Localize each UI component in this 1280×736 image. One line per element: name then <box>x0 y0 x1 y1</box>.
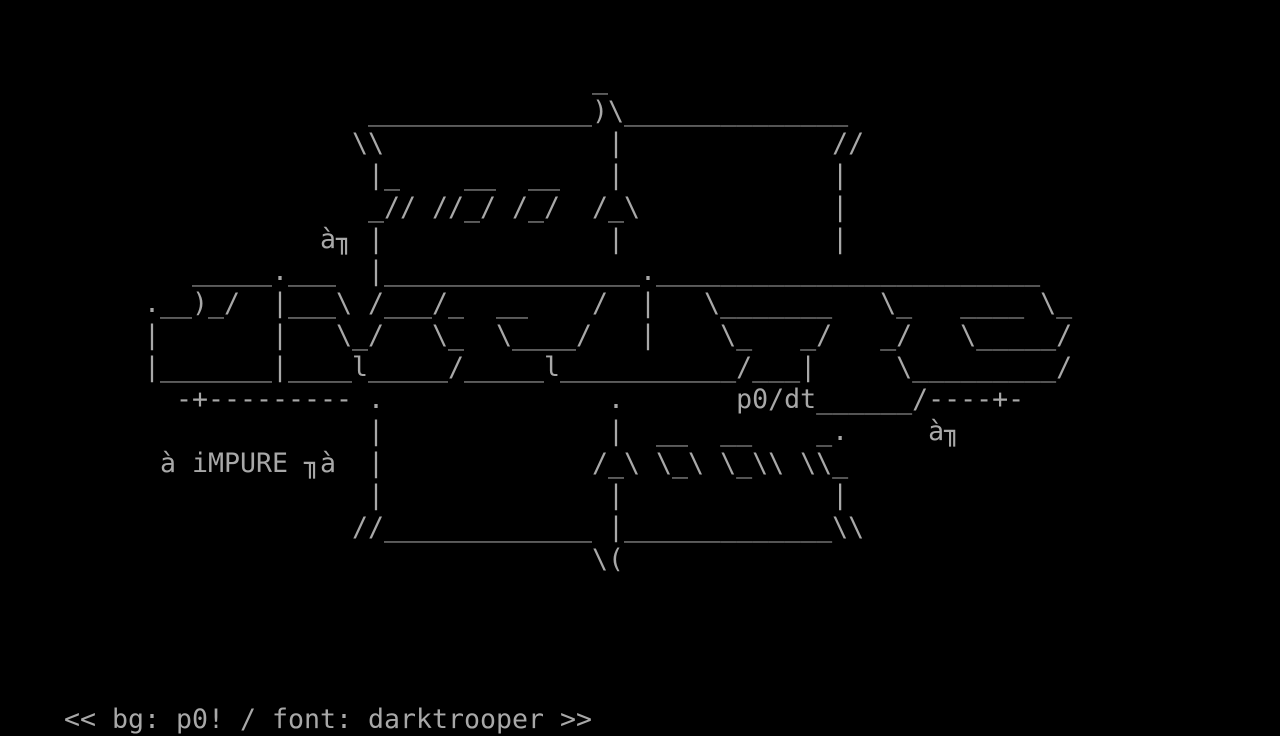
art-line <box>0 0 1280 32</box>
art-line: -+--------- . . p0/dt______/----+- <box>0 384 1025 415</box>
art-line: \( <box>0 544 625 575</box>
credits-line: << bg: p0! / font: darktrooper >> <box>0 704 593 735</box>
art-line: à iMPURE ╖à | /_\ \_\ \_\\ \\_ <box>0 448 849 479</box>
art-line: | | | <box>0 480 849 511</box>
art-line: //_____________ |_____________\\ <box>0 512 865 543</box>
art-line <box>0 608 1280 640</box>
art-line: .__)_/ |___\ /___/_ __ / | \_______ \_ _… <box>0 288 1073 319</box>
art-line: _____.___ |________________.____________… <box>0 256 1041 287</box>
art-line: ______________)\______________ <box>0 96 849 127</box>
art-line <box>0 32 1280 64</box>
art-line <box>0 640 1280 672</box>
art-line <box>0 576 1280 608</box>
art-line: à╖ | | | <box>0 224 849 255</box>
art-line: |_ __ __ | | <box>0 160 849 191</box>
art-line: | | __ __ _. à╖ <box>0 416 961 447</box>
art-line: _ <box>0 64 609 95</box>
art-line: |_______|____l_____/_____l___________/__… <box>0 352 1073 383</box>
art-line: | | \_/ \_ \____/ | \_ _/ _/ \_____/ <box>0 320 1073 351</box>
art-line: \\ | // <box>0 128 865 159</box>
art-line: _// //_/ /_/ /_\ | <box>0 192 849 223</box>
art-line <box>0 672 1280 704</box>
